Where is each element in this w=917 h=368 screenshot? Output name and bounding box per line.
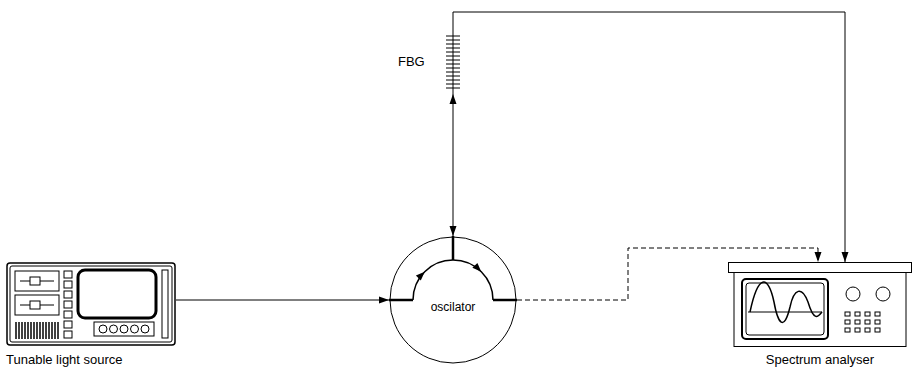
drawing-part (865, 328, 870, 332)
drawing-part (846, 287, 860, 301)
drawing-part (33, 322, 35, 339)
drawing-part (64, 321, 72, 328)
drawing-part (48, 322, 50, 339)
drawing-part (10, 266, 172, 342)
drawing-part (472, 263, 481, 272)
drawing-part (64, 311, 72, 318)
drawing-part (742, 279, 828, 339)
arrow-head (815, 252, 822, 262)
drawing-part (416, 272, 425, 281)
drawing-part (855, 328, 860, 332)
drawing-part (24, 322, 26, 339)
drawing-part (865, 312, 870, 316)
drawing-part (18, 322, 20, 339)
drawing-part (15, 295, 59, 315)
drawing-part (446, 52, 460, 53)
fiber-line (176, 300, 389, 301)
drawing-part (7, 263, 175, 345)
drawing-part (446, 72, 460, 73)
drawing-part (45, 322, 47, 339)
drawing-part (750, 282, 822, 322)
drawing-part (446, 56, 460, 57)
drawing-part (30, 301, 40, 309)
drawing-part (413, 260, 493, 300)
node-label: Spectrum analyser (766, 353, 874, 368)
drawing-part (64, 331, 72, 338)
drawing-part (54, 322, 56, 339)
drawing-part (875, 320, 880, 324)
drawing-part (875, 328, 880, 332)
fiber-line (453, 12, 845, 262)
drawing-part (27, 322, 29, 339)
arrow-head (450, 94, 457, 104)
optical-fiber (453, 12, 849, 262)
drawing-part (99, 325, 107, 333)
drawing-part (729, 263, 912, 273)
spectrum-analyser-drawing (728, 262, 912, 348)
drawing-part (162, 270, 168, 338)
drawing-part (855, 320, 860, 324)
drawing-part (446, 36, 460, 37)
drawing-part (15, 322, 17, 339)
drawing-part (845, 312, 850, 316)
drawing-part (110, 325, 118, 333)
tunable-light-source: Tunable light source (6, 262, 176, 366)
drawing-part (64, 271, 72, 278)
drawing-part (389, 299, 413, 302)
drawing-part (390, 237, 516, 363)
drawing-part (493, 299, 517, 302)
drawing-part (39, 322, 41, 339)
drawing-part (446, 40, 460, 41)
drawing-part (845, 328, 850, 332)
fiber-bragg-grating: FBG (396, 30, 468, 94)
drawing-part (452, 236, 455, 260)
spectrum-analyser: Spectrum analyser (728, 262, 912, 366)
drawing-part (131, 325, 139, 333)
drawing-part (21, 322, 23, 339)
drawing-part (36, 322, 38, 339)
optical-fiber (450, 94, 457, 236)
node-label: Tunable light source (6, 353, 123, 368)
node-label: FBG (398, 55, 425, 70)
drawing-part (51, 322, 53, 339)
drawing-part (57, 322, 59, 339)
arrow-head (450, 226, 457, 236)
drawing-part (64, 291, 72, 298)
drawing-part (746, 283, 824, 335)
drawing-part (30, 322, 32, 339)
drawing-part (446, 80, 460, 81)
optical-fiber (176, 297, 389, 304)
arrow-head (379, 297, 389, 304)
drawing-part (446, 84, 460, 85)
drawing-part (64, 301, 72, 308)
drawing-part (78, 270, 156, 318)
drawing-part (446, 64, 460, 65)
drawing-part (446, 88, 460, 89)
drawing-part (876, 287, 890, 301)
fiber-line (453, 94, 454, 236)
drawing-part (734, 273, 906, 347)
drawing-part (15, 271, 59, 291)
drawing-part (42, 322, 44, 339)
node-label: oscilator (431, 301, 476, 315)
circulator-circle: oscilator (389, 236, 517, 364)
arrow-head (842, 252, 849, 262)
circulator-circle-drawing (389, 236, 517, 364)
drawing-part (64, 281, 72, 288)
drawing-part (855, 312, 860, 316)
drawing-part (94, 322, 154, 336)
drawing-part (141, 325, 149, 333)
drawing-part (446, 44, 460, 45)
drawing-part (875, 312, 880, 316)
drawing-part (446, 76, 460, 77)
drawing-part (446, 68, 460, 69)
drawing-part (120, 325, 128, 333)
tunable-light-source-drawing (6, 262, 176, 348)
drawing-part (446, 60, 460, 61)
drawing-part (30, 277, 40, 285)
drawing-part (865, 320, 870, 324)
drawing-part (845, 320, 850, 324)
drawing-part (446, 48, 460, 49)
